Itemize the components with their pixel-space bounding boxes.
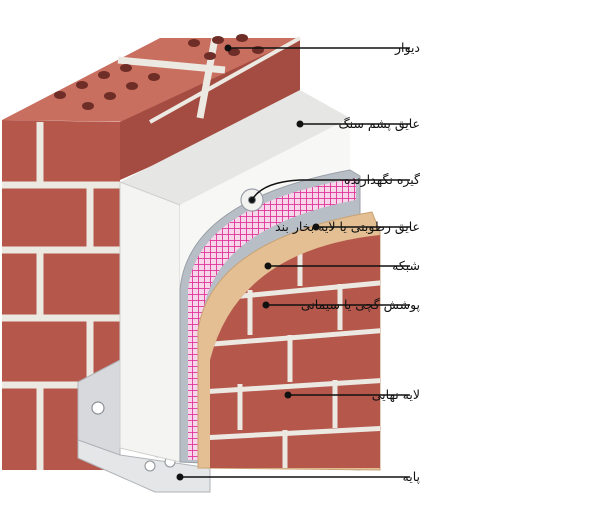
insulation-top-face (120, 90, 350, 205)
leader-base (176, 473, 410, 481)
label-finish: لایه نهایی (372, 387, 420, 403)
label-base: پایه (403, 469, 421, 484)
mortar-lines (2, 36, 301, 470)
label-plaster: پوشش گچی یا سیمانی (301, 297, 421, 313)
label-wall: دیوار (394, 40, 420, 56)
leader-insulation (296, 120, 410, 128)
leader-wall (224, 44, 410, 52)
label-vapor-barrier: عایق رطوبتی یا لایه بخار بند (275, 219, 420, 235)
mesh-layer (188, 178, 356, 460)
top-mortar-lines (117, 37, 226, 119)
finish-brick-layer (210, 235, 380, 468)
leader-finish (284, 391, 410, 399)
leader-fastener (249, 179, 410, 203)
leader-mesh (264, 262, 410, 270)
label-mesh: شبکه (392, 258, 420, 273)
labels: دیوار عایق پشم سنگ گیره نگهدارنده عایق ر… (275, 40, 420, 484)
brick-wall-side-face (120, 38, 300, 180)
leader-plaster (262, 301, 410, 309)
label-insulation: عایق پشم سنگ (338, 116, 420, 132)
insulation-front-face (119, 181, 181, 463)
leader-vapor (312, 223, 410, 231)
label-fastener: گیره نگهدارنده (344, 172, 420, 188)
leader-lines (176, 44, 410, 481)
base-track-bottom (77, 439, 211, 493)
